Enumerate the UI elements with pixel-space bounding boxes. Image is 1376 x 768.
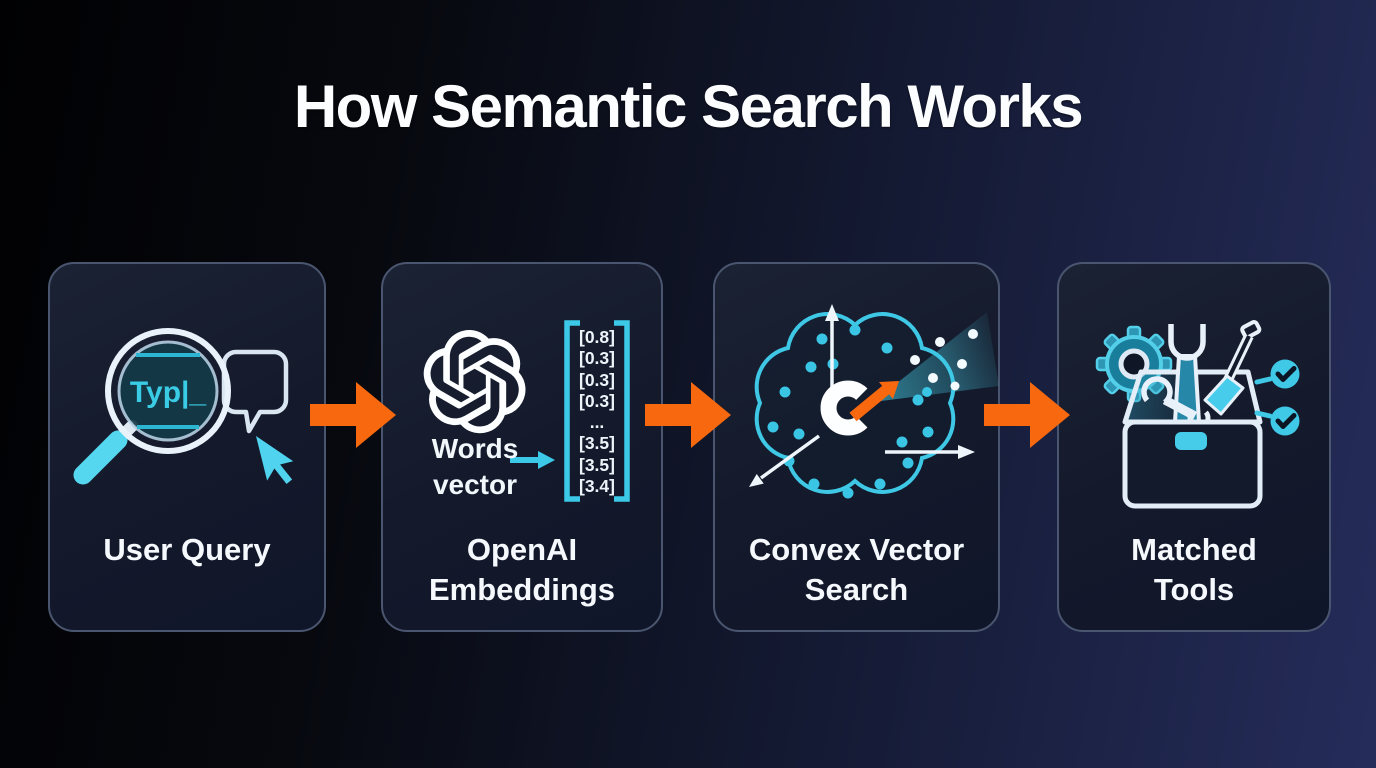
openai-logo-icon: [423, 330, 526, 434]
typed-query-text: Typ|_: [130, 376, 207, 409]
step-label-line: Search: [804, 572, 909, 607]
match-arrow-icon: [849, 381, 899, 422]
user-query-icon: Typ|_: [73, 328, 294, 485]
page-title: How Semantic Search Works: [293, 73, 1084, 140]
step-card-user-query: Typ|_ User Query: [48, 262, 326, 632]
flow-arrow-icon: [984, 382, 1070, 448]
convex-logo-icon: [820, 380, 868, 436]
flow-arrow-icon: [645, 382, 731, 448]
to-vector-arrow-icon: [510, 451, 555, 469]
step-label: Matched Tools: [1059, 530, 1329, 610]
vector-value: [0.8]: [579, 327, 615, 347]
embedding-vector-values: [0.8] [0.3] [0.3] [0.3] ... [3.5] [3.5] …: [562, 327, 632, 497]
flow-arrow-icon: [310, 382, 396, 448]
step-label-line: Tools: [1153, 572, 1235, 607]
step-card-openai-embeddings: Words vector [0.8] [0.3] [0.3] [0.3] ...…: [381, 262, 663, 632]
vector-value: [3.5]: [579, 454, 615, 475]
step-label-line: Convex Vector: [748, 532, 965, 567]
step-label-line: Embeddings: [428, 572, 615, 607]
check-badge-icon: [1254, 406, 1300, 436]
words-label-line: vector: [432, 469, 518, 500]
openai-embeddings-icon: [423, 320, 630, 502]
vector-value: [0.3]: [579, 348, 615, 369]
vector-value: [0.3]: [579, 369, 615, 390]
search-beam: [873, 312, 999, 402]
step-label: User Query: [50, 530, 324, 570]
step-card-convex-vector-search: Convex Vector Search: [713, 262, 1000, 632]
step-label-line: OpenAI: [466, 532, 578, 567]
magnifier-icon: Typ|_: [73, 328, 231, 485]
toolbox-front: [1122, 419, 1263, 509]
words-label-line: Words: [431, 433, 519, 464]
toolbox-latch: [1175, 432, 1207, 450]
speech-bubble-icon: [221, 349, 289, 434]
convex-cloud-icon: [749, 304, 999, 499]
step-label: Convex Vector Search: [715, 530, 998, 610]
screwdriver-icon: [1203, 320, 1262, 416]
vector-value: ...: [589, 412, 605, 433]
vector-value: [0.3]: [579, 390, 615, 411]
vector-value: [3.4]: [579, 476, 615, 497]
step-label-line: Matched: [1131, 532, 1257, 567]
cursor-icon: [256, 436, 294, 485]
words-vector-label: Words vector: [423, 431, 527, 503]
step-label: OpenAI Embeddings: [383, 530, 661, 610]
beam-highlight-dots: [910, 329, 978, 391]
check-badge-icon: [1254, 359, 1300, 389]
vector-value: [3.5]: [579, 433, 615, 454]
step-card-matched-tools: Matched Tools: [1057, 262, 1331, 632]
toolbox-checks-icon: [1095, 320, 1300, 509]
step-label-line: User Query: [103, 532, 271, 567]
vector-brackets-icon: [564, 320, 630, 502]
